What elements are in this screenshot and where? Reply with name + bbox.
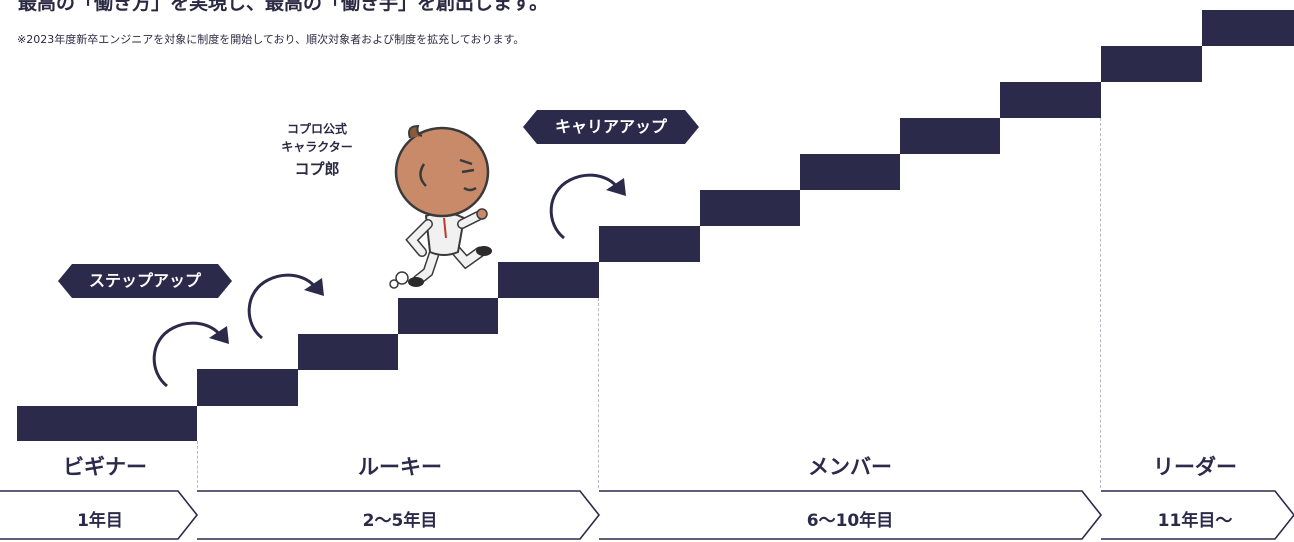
character-caption-line2: キャラクター	[281, 140, 353, 154]
stage-divider	[197, 441, 198, 488]
stair-step	[1202, 10, 1294, 46]
stage-divider	[1100, 118, 1101, 488]
mascot-illustration	[389, 124, 492, 289]
stage-years-member: 6〜10年目	[806, 511, 894, 531]
stair-step	[800, 154, 900, 190]
stair-step	[298, 334, 398, 370]
stage-years-leader: 11年目〜	[1157, 511, 1233, 531]
stair-step	[1000, 82, 1101, 118]
curved-arrow-icon	[247, 273, 324, 340]
step-up-tag: ステップアップ	[58, 264, 232, 298]
stage-name-rookie: ルーキー	[358, 455, 442, 479]
headline: 最高の「働き方」を実現し、最高の「働き手」を創出します。	[18, 0, 549, 14]
stage-name-leader: リーダー	[1153, 455, 1237, 479]
character-caption: コプロ公式 キャラクター コプ郎	[272, 120, 362, 178]
stair-step	[17, 406, 197, 441]
character-name: コプ郎	[294, 160, 340, 178]
stage-years-rookie: 2〜5年目	[362, 511, 438, 531]
character-caption-line1: コプロ公式	[286, 122, 347, 136]
stage-name-member: メンバー	[808, 455, 892, 479]
stage-name-beginner: ビギナー	[63, 455, 147, 479]
stair-step	[1101, 46, 1202, 82]
stair-step	[498, 262, 599, 298]
stair-step	[900, 118, 1000, 154]
stage-years-beginner: 1年目	[77, 511, 123, 531]
stair-step	[599, 226, 700, 262]
curved-arrow-icon	[152, 321, 229, 388]
curved-arrow-icon	[549, 173, 626, 240]
years-arrow-band	[0, 490, 1294, 540]
stage-divider	[598, 298, 599, 488]
stair-step	[398, 298, 498, 334]
career-up-tag: キャリアアップ	[523, 110, 699, 144]
stair-step	[700, 190, 800, 226]
footnote: ※2023年度新卒エンジニアを対象に制度を開始しており、順次対象者および制度を拡…	[17, 33, 525, 46]
stair-step	[197, 369, 298, 406]
